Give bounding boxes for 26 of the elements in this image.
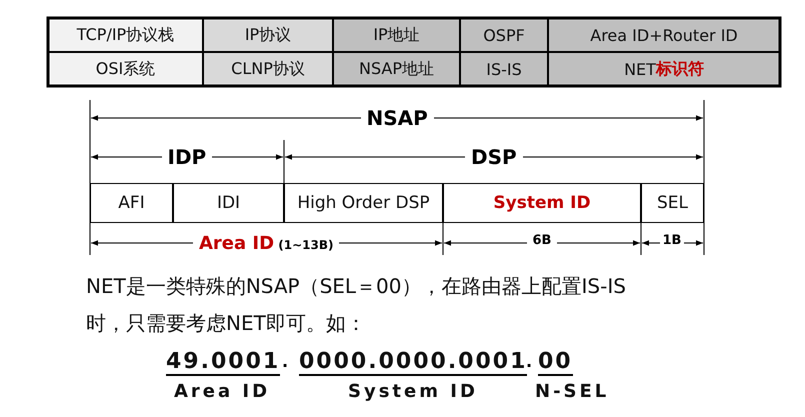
field-cell: IDI	[173, 183, 284, 223]
field-caption: N-SEL	[535, 380, 610, 402]
field-caption: System ID	[348, 380, 478, 402]
paragraph-text: NET是一类特殊的NSAP（SEL＝00），在路由器上配置IS-IS时，只需要考虑NET即可。如：	[86, 273, 627, 337]
table-cell: NSAP地址	[333, 52, 460, 86]
field-cell: SEL	[641, 183, 704, 223]
field-cell: High Order DSP	[284, 183, 443, 223]
field-caption: Area ID	[174, 380, 270, 402]
dimension-label: 6B	[526, 232, 558, 248]
field-cell: AFI	[90, 183, 173, 223]
example-value: 0000.0000.0001	[299, 349, 528, 376]
table-cell: OSI系统	[48, 52, 203, 86]
table-cell: IP协议	[203, 18, 333, 52]
field-cell: System ID	[443, 183, 641, 223]
table-cell: CLNP协议	[203, 52, 333, 86]
example-value: 00	[538, 349, 573, 376]
table-cell: OSPF	[460, 18, 548, 52]
table-cell: NET标识符	[548, 52, 780, 86]
dimension-label: Area ID (1~13B)	[193, 232, 340, 254]
table-cell: TCP/IP协议栈	[48, 18, 203, 52]
separator-dot: .	[282, 352, 288, 371]
table-cell: Area ID+Router ID	[548, 18, 780, 52]
example-value: 49.0001	[166, 349, 280, 376]
table-cell: IP地址	[333, 18, 460, 52]
separator-dot: .	[526, 352, 532, 371]
table-cell: IS-IS	[460, 52, 548, 86]
